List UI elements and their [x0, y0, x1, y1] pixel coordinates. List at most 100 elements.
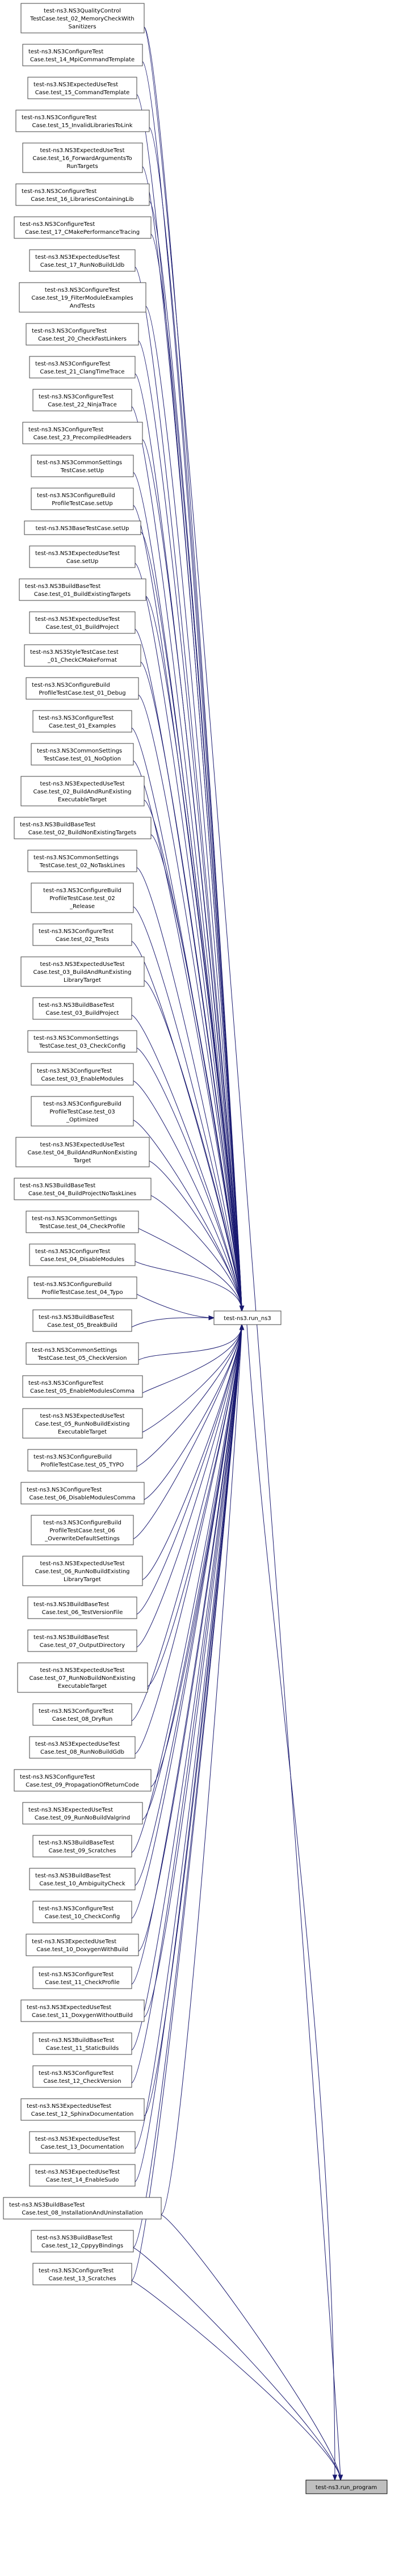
caller-node[interactable]: test-ns3.NS3BuildBaseTestCase.test_07_Ou… — [27, 1629, 137, 1652]
caller-node[interactable]: test-ns3.NS3ConfigureTestCase.test_04_Di… — [29, 1243, 136, 1266]
caller-node[interactable]: test-ns3.NS3QualityControlTestCase.test_… — [20, 3, 145, 33]
caller-node-label-line: Case.test_06_DisableModulesComma — [30, 1495, 136, 1501]
caller-node[interactable]: test-ns3.NS3BuildBaseTestCase.test_10_Am… — [29, 1868, 136, 1890]
caller-node[interactable]: test-ns3.NS3ConfigureTestCase.test_13_Sc… — [32, 2263, 132, 2285]
caller-node[interactable]: test-ns3.NS3ConfigureTestCase.test_06_Di… — [20, 1482, 145, 1505]
caller-node[interactable]: test-ns3.NS3ExpectedUseTestCase.test_04_… — [15, 1137, 150, 1167]
caller-node[interactable]: test-ns3.NS3ExpectedUseTestCase.test_05_… — [22, 1408, 143, 1439]
caller-node[interactable]: test-ns3.NS3ExpectedUseTestCase.test_02_… — [20, 776, 145, 806]
caller-node[interactable]: test-ns3.NS3CommonSettingsTestCase.test_… — [26, 1211, 139, 1233]
caller-node[interactable]: test-ns3.NS3BuildBaseTestCase.test_04_Bu… — [14, 1178, 152, 1200]
caller-node[interactable]: test-ns3.NS3BuildBaseTestCase.test_05_Br… — [32, 1309, 132, 1332]
arrowhead — [239, 1323, 245, 1330]
caller-node[interactable]: test-ns3.NS3BuildBaseTestCase.test_12_Cp… — [31, 2230, 134, 2253]
edge-to-run-ns3 — [142, 1323, 245, 1820]
caller-node[interactable]: test-ns3.NS3ExpectedUseTestCase.test_03_… — [20, 956, 145, 987]
caller-node-label-line: Case.test_10_AmbiguityCheck — [39, 1881, 125, 1887]
caller-node-label-line: test-ns3.NS3CommonSettings — [37, 460, 122, 466]
caller-node-label-line: Case.test_09_Scratches — [49, 1848, 116, 1854]
caller-node-label-line: Case.test_22_NinjaTrace — [48, 402, 117, 408]
caller-node[interactable]: test-ns3.NS3StyleTestCase.test_01_CheckC… — [24, 644, 141, 667]
caller-node[interactable]: test-ns3.NS3ConfigureTestCase.test_03_En… — [31, 1063, 134, 1086]
caller-node[interactable]: test-ns3.NS3ConfigureTestCase.test_11_Ch… — [32, 1966, 132, 1989]
caller-node[interactable]: test-ns3.NS3ConfigureBuildProfileTestCas… — [31, 488, 134, 510]
caller-node[interactable]: test-ns3.NS3BuildBaseTestCase.test_08_In… — [3, 2197, 162, 2220]
caller-node[interactable]: test-ns3.NS3ConfigureTestCase.test_10_Ch… — [32, 1901, 132, 1923]
edge-to-run-ns3 — [150, 1323, 245, 1787]
caller-node[interactable]: test-ns3.NS3ConfigureBuildProfileTestCas… — [27, 1276, 137, 1299]
caller-node[interactable]: test-ns3.NS3ConfigureTestCase.test_21_Cl… — [29, 356, 136, 379]
caller-node[interactable]: test-ns3.NS3ConfigureTestCase.test_19_Fi… — [19, 282, 146, 313]
caller-node[interactable]: test-ns3.NS3ExpectedUseTestCase.test_12_… — [20, 2098, 145, 2121]
caller-node[interactable]: test-ns3.NS3BuildBaseTestCase.test_03_Bu… — [32, 997, 132, 1020]
caller-node[interactable]: test-ns3.NS3ConfigureTestCase.test_12_Ch… — [32, 2065, 132, 2088]
caller-node[interactable]: test-ns3.NS3BaseTestCase.setUp — [24, 520, 141, 535]
caller-node[interactable]: test-ns3.NS3ConfigureTestCase.test_17_CM… — [14, 216, 152, 239]
caller-node[interactable]: test-ns3.NS3ExpectedUseTestCase.test_13_… — [29, 2131, 136, 2154]
caller-node-label-line: test-ns3.NS3ConfigureTest — [39, 1972, 114, 1978]
caller-node[interactable]: test-ns3.NS3ExpectedUseTestCase.test_15_… — [27, 77, 137, 99]
caller-node-label-line: test-ns3.NS3ExpectedUseTest — [40, 961, 124, 968]
caller-node-label-line: Case.test_03_BuildProject — [46, 1010, 119, 1016]
caller-node[interactable]: test-ns3.NS3ConfigureTestCase.test_09_Pr… — [14, 1769, 152, 1792]
caller-node[interactable]: test-ns3.NS3ConfigureTestCase.test_16_Li… — [15, 183, 150, 206]
caller-node-box — [20, 1482, 145, 1505]
caller-node[interactable]: test-ns3.NS3ExpectedUseTestCase.test_07_… — [17, 1662, 148, 1693]
caller-node[interactable]: test-ns3.NS3ConfigureBuildProfileTestCas… — [31, 1515, 134, 1545]
caller-node-box — [29, 356, 136, 379]
caller-node[interactable]: test-ns3.NS3ExpectedUseTestCase.test_11_… — [20, 1999, 145, 2022]
caller-node[interactable]: test-ns3.NS3ExpectedUseTestCase.test_10_… — [26, 1934, 139, 1956]
caller-node[interactable]: test-ns3.NS3ConfigureTestCase.test_05_En… — [22, 1375, 143, 1398]
caller-node[interactable]: test-ns3.NS3BuildBaseTestCase.test_01_Bu… — [19, 578, 146, 601]
caller-node[interactable]: test-ns3.NS3ExpectedUseTestCase.test_17_… — [29, 249, 136, 272]
caller-node[interactable]: test-ns3.NS3ExpectedUseTestCase.test_16_… — [22, 142, 143, 173]
edge-to-run-ns3-path — [145, 306, 242, 1312]
caller-node-box — [26, 677, 139, 700]
caller-node-label-line: Case.test_03_BuildAndRunExisting — [33, 969, 132, 976]
caller-node-label-line: test-ns3.NS3ExpectedUseTest — [40, 1142, 124, 1148]
caller-node[interactable]: test-ns3.NS3ConfigureBuildProfileTestCas… — [27, 1449, 137, 1472]
caller-node[interactable]: test-ns3.NS3CommonSettingsTestCase.test_… — [31, 743, 134, 766]
edge-to-run-program — [161, 2214, 343, 2481]
caller-node[interactable]: test-ns3.NS3ConfigureTestCase.test_20_Ch… — [26, 323, 139, 346]
caller-node[interactable]: test-ns3.NS3CommonSettingsTestCase.test_… — [26, 1342, 139, 1365]
caller-node-box — [31, 1063, 134, 1086]
caller-node-label-line: test-ns3.NS3CommonSettings — [33, 1035, 119, 1041]
caller-node[interactable]: test-ns3.NS3ConfigureTestCase.test_02_Te… — [32, 923, 132, 946]
caller-node[interactable]: test-ns3.NS3BuildBaseTestCase.test_11_St… — [32, 2032, 132, 2055]
edge-to-run-program — [133, 2247, 343, 2481]
caller-node-label-line: ProfileTestCase.test_05_TYPO — [41, 1462, 124, 1468]
caller-node[interactable]: test-ns3.NS3ConfigureTestCase.test_08_Dr… — [32, 1703, 132, 1726]
caller-node[interactable]: test-ns3.NS3ConfigureTestCase.test_01_Ex… — [32, 710, 132, 733]
caller-node-label-line: Case.test_01_BuildProject — [46, 624, 119, 631]
caller-node-label-line: Case.test_04_BuildAndRunNonExisting — [28, 1150, 137, 1156]
caller-node[interactable]: test-ns3.NS3ExpectedUseTestCase.test_06_… — [22, 1556, 143, 1586]
caller-node-label-line: Case.test_14_EnableSudo — [46, 2177, 119, 2183]
caller-node[interactable]: test-ns3.NS3ConfigureTestCase.test_22_Ni… — [32, 389, 132, 411]
caller-node-label-line: Target — [73, 1158, 91, 1164]
caller-node-label-line: test-ns3.NS3ConfigureTest — [39, 2268, 114, 2274]
caller-node[interactable]: test-ns3.NS3CommonSettingsTestCase.test_… — [27, 850, 137, 872]
caller-node[interactable]: test-ns3.NS3ExpectedUseTestCase.test_09_… — [22, 1802, 143, 1825]
caller-node-label-line: TestCase.test_01_NoOption — [43, 756, 121, 762]
caller-node[interactable]: test-ns3.NS3BuildBaseTestCase.test_02_Bu… — [14, 817, 152, 839]
caller-node[interactable]: test-ns3.NS3CommonSettingsTestCase.test_… — [27, 1030, 137, 1053]
caller-node[interactable]: test-ns3.NS3ExpectedUseTestCase.test_01_… — [29, 611, 136, 634]
caller-node[interactable]: test-ns3.NS3ConfigureBuildProfileTestCas… — [26, 677, 139, 700]
caller-node[interactable]: test-ns3.NS3ConfigureTestCase.test_23_Pr… — [22, 422, 143, 444]
caller-node[interactable]: test-ns3.NS3BuildBaseTestCase.test_06_Te… — [27, 1596, 137, 1619]
run-ns3-node[interactable]: test-ns3.run_ns3 — [213, 1310, 282, 1325]
caller-node[interactable]: test-ns3.NS3BuildBaseTestCase.test_09_Sc… — [32, 1835, 132, 1858]
edge-to-run-ns3-path — [136, 1047, 242, 1312]
run-program-node[interactable]: test-ns3.run_program — [305, 2480, 388, 2494]
caller-node[interactable]: test-ns3.NS3ExpectedUseTestCase.test_14_… — [29, 2164, 136, 2187]
caller-node[interactable]: test-ns3.NS3ExpectedUseTestCase.test_08_… — [29, 1736, 136, 1759]
caller-node[interactable]: test-ns3.NS3ConfigureBuildProfileTestCas… — [31, 883, 134, 913]
caller-node[interactable]: test-ns3.NS3ConfigureTestCase.test_14_Mp… — [22, 44, 143, 66]
caller-node[interactable]: test-ns3.NS3ConfigureBuildProfileTestCas… — [31, 1096, 134, 1127]
edge-to-run-ns3 — [136, 867, 245, 1312]
caller-node[interactable]: test-ns3.NS3ConfigureTestCase.test_15_In… — [15, 110, 150, 132]
caller-node-box — [32, 710, 132, 733]
